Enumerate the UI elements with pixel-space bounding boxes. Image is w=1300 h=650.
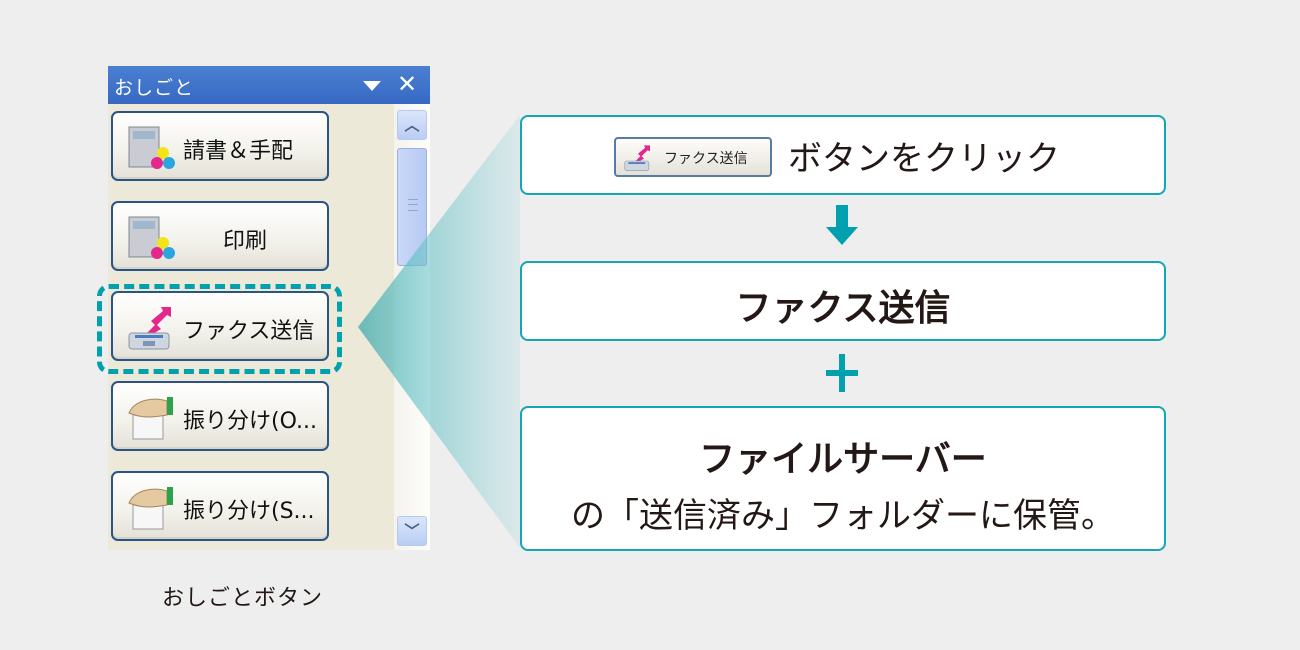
copier-icon <box>128 216 175 259</box>
task-button-ukesho[interactable]: 請書＆手配 <box>111 111 329 181</box>
fax-button-highlight <box>97 284 342 374</box>
scroll-thumb[interactable] <box>397 148 427 266</box>
task-button-fax[interactable]: ファクス送信 <box>111 291 329 361</box>
scroll-down-button[interactable]: ﹀ <box>397 516 427 546</box>
step1-text: ボタンをクリック <box>788 139 1060 179</box>
plus-icon <box>826 354 858 392</box>
step-file-server: ファイルサーバー の「送信済み」フォルダーに保管。 <box>520 406 1166 551</box>
step3-title: ファイルサーバー <box>699 439 987 480</box>
hand-icon <box>128 397 173 440</box>
scroll-up-button[interactable]: ︿ <box>397 110 427 140</box>
arrow-down-icon <box>826 205 858 245</box>
task-button-label: 印刷 <box>223 229 268 254</box>
grip-icon <box>408 199 418 211</box>
task-button-sort-s[interactable]: 振り分け(S... <box>111 471 329 541</box>
triangle-down-icon[interactable] <box>363 81 381 91</box>
task-pane-title: おしごと <box>114 77 195 99</box>
task-button-label: 振り分け(O... <box>183 409 317 434</box>
task-button-label: ファクス送信 <box>183 319 315 344</box>
task-button-print[interactable]: 印刷 <box>111 201 329 271</box>
step-click-fax-button: ファクス送信 ボタンをクリック <box>520 115 1166 195</box>
task-button-list: 請書＆手配 印刷 ファクス送信 <box>108 104 394 550</box>
task-button-label: 請書＆手配 <box>183 139 294 164</box>
task-button-sort-o[interactable]: 振り分け(O... <box>111 381 329 451</box>
step3-text: の「送信済み」フォルダーに保管。 <box>571 496 1115 536</box>
step-fax-send: ファクス送信 <box>520 261 1166 341</box>
fax-icon <box>624 145 650 171</box>
hand-icon <box>128 487 173 530</box>
vertical-scrollbar[interactable]: ︿ ﹀ <box>394 104 430 550</box>
mini-button-label: ファクス送信 <box>664 151 748 167</box>
task-pane-caption: おしごとボタン <box>162 586 324 611</box>
fax-icon <box>128 307 171 350</box>
task-button-label: 振り分け(S... <box>183 499 315 524</box>
close-icon[interactable]: ✕ <box>397 70 418 98</box>
copier-icon <box>128 126 175 169</box>
task-pane-title-bar: おしごと ✕ <box>108 66 430 104</box>
fax-send-button-illustration: ファクス送信 <box>614 137 772 177</box>
step2-text: ファクス送信 <box>735 288 951 329</box>
